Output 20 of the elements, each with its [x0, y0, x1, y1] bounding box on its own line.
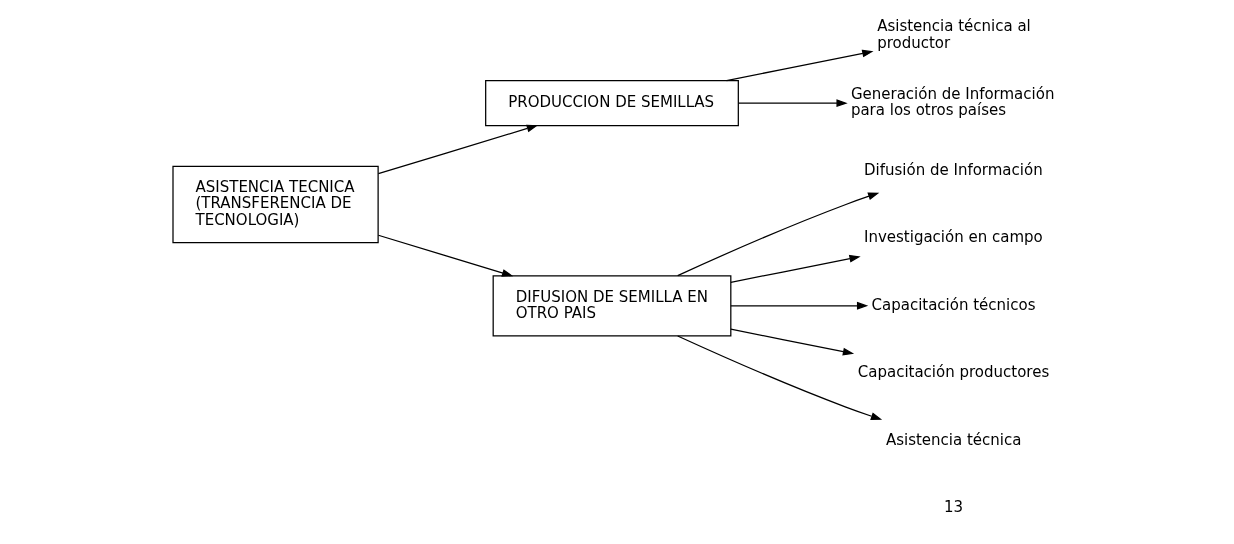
arrow — [377, 124, 538, 175]
node-text: Asistencia técnica — [885, 430, 1022, 449]
node-box: ASISTENCIA TECNICA (TRANSFERENCIA DE TECNOLOGIA) — [172, 165, 379, 244]
arrow — [730, 301, 869, 310]
node-text: Generación de Información para los otros países — [850, 84, 1055, 120]
arrow — [737, 99, 848, 108]
arrow — [377, 234, 514, 277]
node-text: Difusión de Información — [864, 160, 1043, 179]
node-text: Asistencia técnica al productor — [877, 17, 1031, 52]
node-box: PRODUCCION DE SEMILLAS — [485, 80, 739, 127]
node-text: Capacitación productores — [857, 363, 1050, 382]
node-box: DIFUSION DE SEMILLA EN OTRO PAIS — [492, 275, 732, 337]
node-text: Capacitación técnicos — [871, 295, 1036, 314]
node-text: Investigación en campo — [864, 228, 1043, 247]
arrow — [730, 254, 861, 283]
arrow — [677, 192, 880, 277]
arrow — [730, 328, 855, 356]
arrow — [725, 49, 874, 82]
arrow — [677, 335, 883, 420]
label: 13 — [943, 498, 963, 517]
